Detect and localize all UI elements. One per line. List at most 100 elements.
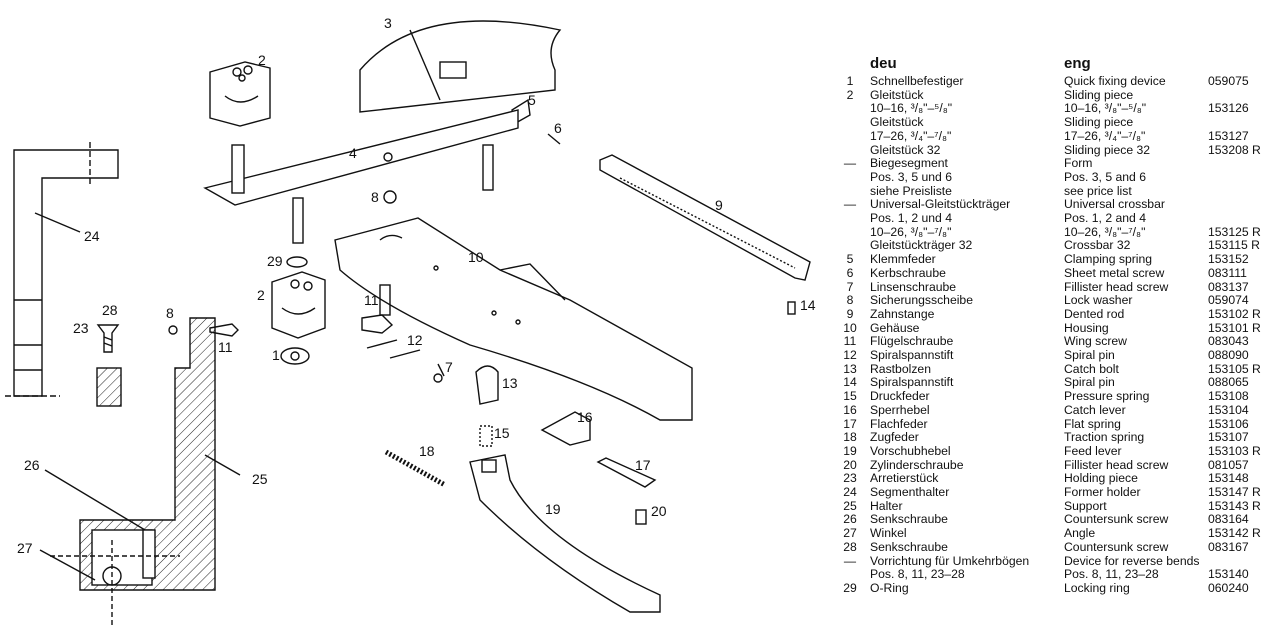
english-name: Fillister head screw <box>1064 457 1169 472</box>
callout-label: 18 <box>419 443 435 459</box>
callout-label: 2 <box>257 287 265 303</box>
order-number: 153102 R <box>1208 306 1261 321</box>
part-number: 27 <box>843 526 857 541</box>
dented-rod-9 <box>599 154 811 281</box>
callout-label: 7 <box>445 359 453 375</box>
order-number: 153148 <box>1208 471 1249 486</box>
german-name: 10–26, ³/₈"–⁷/₈" <box>870 224 952 239</box>
callout-label: 13 <box>502 375 518 391</box>
callout-label: 24 <box>84 228 100 244</box>
german-name: Vorschubhebel <box>870 443 951 458</box>
german-name: 10–16, ³/₈"–⁵/₈" <box>870 101 953 116</box>
german-name: Gleitstückträger 32 <box>870 238 973 253</box>
english-name: Crossbar 32 <box>1064 238 1131 253</box>
order-number: 153140 <box>1208 567 1249 582</box>
german-name: Arretierstück <box>870 471 939 486</box>
part-number: 14 <box>843 375 857 390</box>
callout-label: 11 <box>364 292 379 308</box>
crossbar-part-4 <box>203 109 519 244</box>
part-number: 24 <box>843 485 857 499</box>
english-name: Housing <box>1064 320 1109 335</box>
german-name: Pos. 8, 11, 23–28 <box>870 567 965 582</box>
german-name: Schnellbefestiger <box>870 74 964 88</box>
callout-label: 26 <box>24 457 40 473</box>
order-number: 059074 <box>1208 293 1249 308</box>
german-name: Gehäuse <box>870 320 920 335</box>
order-number: 081057 <box>1208 457 1249 472</box>
order-number: 153126 <box>1208 101 1249 116</box>
order-number: 153104 <box>1208 402 1249 417</box>
german-name: Sperrhebel <box>870 402 930 417</box>
german-name: Segmenthalter <box>870 485 950 499</box>
order-number: 088090 <box>1208 348 1249 362</box>
callout-label: 8 <box>166 305 174 321</box>
callout-label: 19 <box>545 501 561 517</box>
part-number: 26 <box>843 512 857 527</box>
order-number: 083164 <box>1208 512 1249 527</box>
part-number: 1 <box>846 74 854 88</box>
english-name: Universal crossbar <box>1064 197 1165 212</box>
english-name: Fillister head screw <box>1064 279 1169 294</box>
english-name: Device for reverse bends <box>1064 553 1200 568</box>
german-name: Klemmfeder <box>870 252 936 267</box>
german-name: Rastbolzen <box>870 361 931 376</box>
english-name: 10–16, ³/₈"–⁵/₈" <box>1064 101 1147 116</box>
column-header-eng: eng <box>1064 55 1091 72</box>
german-name: Spiralspannstift <box>870 375 954 390</box>
english-name: Traction spring <box>1064 430 1145 445</box>
callout-label: 28 <box>102 302 118 318</box>
order-number: 153107 <box>1208 430 1249 445</box>
callout-label: 17 <box>635 457 651 473</box>
part-number: 7 <box>846 279 854 294</box>
order-number: 153105 R <box>1208 361 1261 376</box>
german-name: Universal-Gleitstückträger <box>870 197 1011 212</box>
order-number: 153127 <box>1208 128 1249 143</box>
callout-label: 11 <box>218 339 233 355</box>
english-name: Feed lever <box>1064 443 1122 458</box>
german-name: Flachfeder <box>870 416 928 431</box>
english-name: Spiral pin <box>1064 375 1115 390</box>
order-number: 088065 <box>1208 375 1249 390</box>
german-name: Zylinderschraube <box>870 457 964 472</box>
german-name: Druckfeder <box>870 389 930 404</box>
german-name: Senkschraube <box>870 512 948 527</box>
callout-label: 1 <box>272 347 280 363</box>
part-number: 9 <box>846 306 854 321</box>
part-number: 18 <box>843 430 857 445</box>
german-name: Halter <box>870 498 903 513</box>
english-name: Spiral pin <box>1064 348 1115 362</box>
english-name: Sliding piece <box>1064 87 1134 102</box>
callout-label: 15 <box>494 425 510 441</box>
german-name: Gleitstück <box>870 87 924 102</box>
order-number: 153108 <box>1208 389 1249 404</box>
german-name: Kerbschraube <box>870 265 946 280</box>
part-number: 11 <box>843 334 857 349</box>
english-name: 10–26, ³/₈"–⁷/₈" <box>1064 224 1146 239</box>
english-name: Holding piece <box>1064 471 1138 486</box>
part-number: 8 <box>846 293 854 308</box>
german-name: Gleitstück 32 <box>870 142 941 157</box>
english-name: Clamping spring <box>1064 252 1153 267</box>
english-name: Wing screw <box>1064 334 1127 349</box>
callout-label: 4 <box>349 145 357 161</box>
exploded-view-drawing: 2 3 4 5 6 8 9 10 14 29 2 1 11 12 7 13 15… <box>5 15 816 627</box>
order-number: 083111 <box>1208 265 1247 280</box>
german-name: Vorrichtung für Umkehrbögen <box>870 553 1030 568</box>
order-number: 153152 <box>1208 252 1249 267</box>
english-name: Support <box>1064 498 1107 513</box>
callout-label: 3 <box>384 15 392 31</box>
order-number: 153147 R <box>1208 485 1261 499</box>
callout-label: 2 <box>258 52 266 68</box>
part-number: 28 <box>843 539 857 554</box>
german-name: Linsenschraube <box>870 279 957 294</box>
part-number: 13 <box>843 361 857 376</box>
feed-lever-19 <box>469 454 661 613</box>
english-name: Sliding piece <box>1064 115 1134 130</box>
german-name: Flügelschraube <box>870 334 954 349</box>
part-number: 25 <box>843 498 857 513</box>
order-number: 153101 R <box>1208 320 1261 335</box>
order-number: 153106 <box>1208 416 1249 431</box>
part-number: 17 <box>843 416 857 431</box>
german-name: Biegesegment <box>870 156 948 171</box>
callout-label: 14 <box>800 297 816 313</box>
